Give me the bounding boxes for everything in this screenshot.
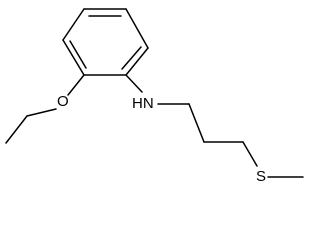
oxygen-to-ch2-bond (26, 108, 57, 117)
ch2-to-ch3-bond (5, 115, 28, 144)
ring-to-oxygen-bond (67, 74, 85, 96)
ring-bond-bottom-left (62, 39, 85, 76)
sulfur-atom: S (256, 168, 266, 185)
oxygen-atom: O (57, 93, 69, 110)
ethoxy-group: O (5, 74, 85, 144)
amine-atom: HN (132, 95, 154, 112)
ring-bond-top-right (125, 8, 149, 49)
ring-to-nitrogen-bond (125, 74, 143, 93)
ring-double-bond-right (121, 46, 142, 70)
c3-to-sulfur-bond (242, 141, 258, 167)
benzene-ring (62, 8, 149, 76)
ring-bond-top-left (62, 8, 85, 41)
ring-double-bond-left (69, 40, 87, 69)
methylthio-group: S (256, 168, 304, 185)
amine-propyl-chain: HN (125, 74, 258, 167)
c1-to-c2-bond (188, 103, 205, 143)
molecule-structure: O HN S (5, 8, 304, 185)
ring-bond-bottom-right (125, 47, 149, 76)
